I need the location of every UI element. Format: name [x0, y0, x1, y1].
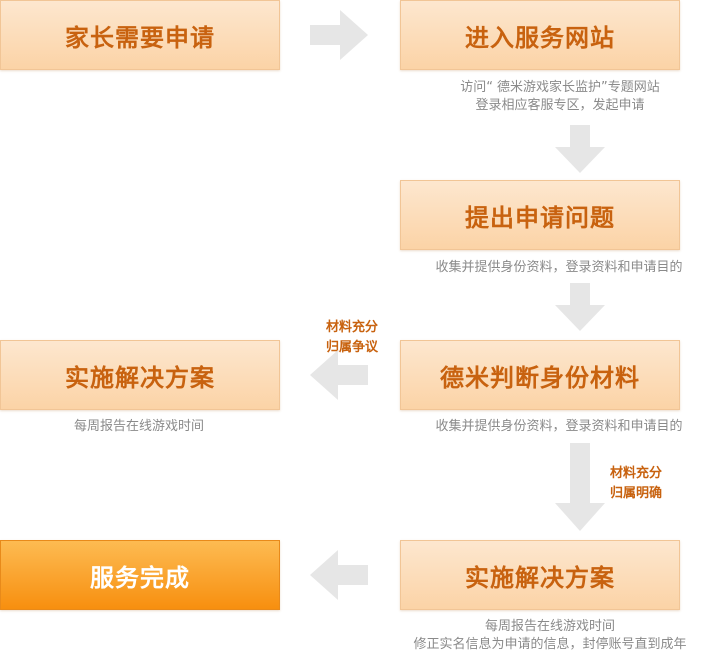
step-service-done: 服务完成 — [0, 540, 280, 610]
clear-tag: 材料充分 归属明确 — [596, 464, 676, 504]
step-label: 家长需要申请 — [65, 23, 215, 52]
tag-line: 归属争议 — [325, 340, 378, 355]
step-label: 服务完成 — [90, 563, 190, 592]
note-line: 访问“ 德米游戏家长监护”专题网站 — [460, 80, 660, 95]
step-label: 实施解决方案 — [65, 363, 215, 392]
enter-site-note: 访问“ 德米游戏家长监护”专题网站 登录相应客服专区，发起申请 — [400, 79, 720, 115]
step-parent-apply: 家长需要申请 — [0, 0, 280, 70]
judge-material-note: 收集并提供身份资料，登录资料和申请目的 — [400, 418, 718, 436]
step-submit-question: 提出申请问题 — [400, 180, 680, 250]
note-line: 每周报告在线游戏时间 — [484, 619, 615, 634]
step-judge-material: 德米判断身份材料 — [400, 340, 680, 410]
step-solution-right: 实施解决方案 — [400, 540, 680, 610]
note-line: 收集并提供身份资料，登录资料和申请目的 — [435, 419, 683, 434]
step-enter-site: 进入服务网站 — [400, 0, 680, 70]
step-solution-left: 实施解决方案 — [0, 340, 280, 410]
step-label: 德米判断身份材料 — [440, 363, 640, 392]
arrow-left-icon — [310, 550, 368, 600]
note-line: 登录相应客服专区，发起申请 — [475, 98, 645, 113]
arrow-right-icon — [310, 10, 368, 60]
dispute-tag: 材料充分 归属争议 — [312, 318, 392, 358]
solution-right-note: 每周报告在线游戏时间 修正实名信息为申请的信息，封停账号直到成年 — [380, 618, 720, 654]
tag-line: 材料充分 — [325, 320, 378, 335]
solution-left-note: 每周报告在线游戏时间 — [0, 418, 278, 436]
note-line: 收集并提供身份资料，登录资料和申请目的 — [435, 260, 683, 275]
submit-question-note: 收集并提供身份资料，登录资料和申请目的 — [400, 259, 718, 277]
arrow-left-icon — [310, 350, 368, 400]
tag-line: 材料充分 — [609, 466, 662, 481]
step-label: 实施解决方案 — [465, 563, 615, 592]
arrow-down-icon — [555, 443, 605, 531]
arrow-down-icon — [555, 125, 605, 173]
step-label: 进入服务网站 — [465, 23, 615, 52]
note-line: 每周报告在线游戏时间 — [73, 419, 204, 434]
step-label: 提出申请问题 — [465, 203, 615, 232]
note-line: 修正实名信息为申请的信息，封停账号直到成年 — [413, 637, 687, 652]
tag-line: 归属明确 — [609, 486, 662, 501]
arrow-down-icon — [555, 283, 605, 331]
